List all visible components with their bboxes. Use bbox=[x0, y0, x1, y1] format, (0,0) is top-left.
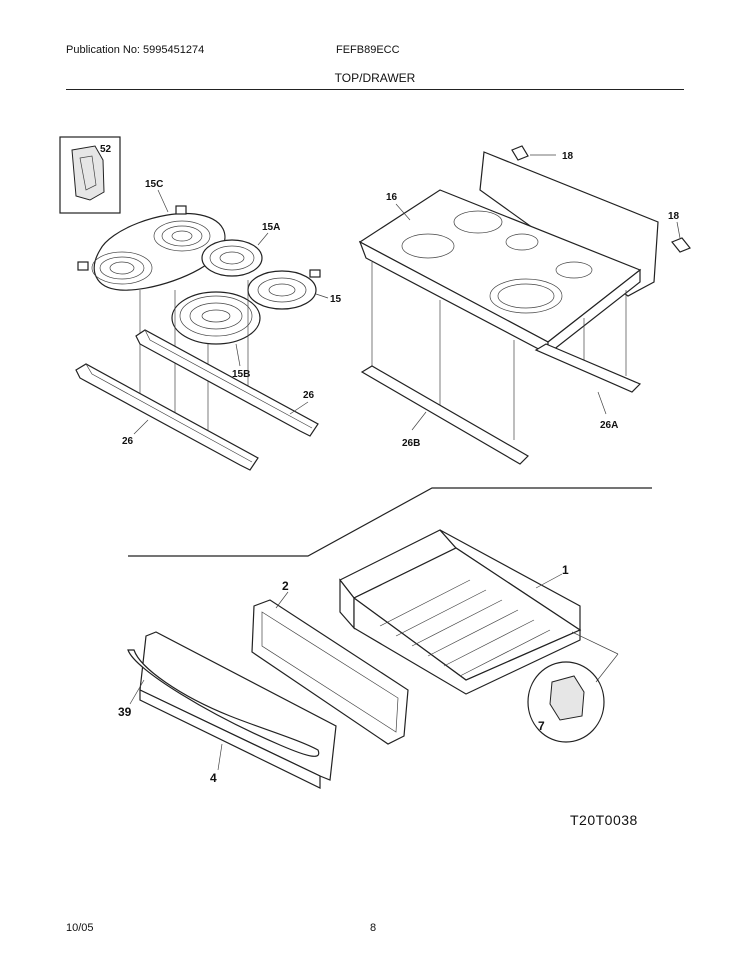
leader-lines-right bbox=[371, 262, 627, 440]
publication-number: Publication No: 5995451274 bbox=[66, 44, 205, 56]
callout-16: 16 bbox=[386, 192, 398, 203]
bracket-26a: 26A bbox=[534, 343, 642, 431]
clip-18-right: 18 bbox=[668, 211, 691, 253]
section-divider bbox=[128, 487, 652, 557]
footer-date: 10/05 bbox=[66, 922, 94, 934]
callout-52: 52 bbox=[100, 144, 112, 155]
callout-26a: 26A bbox=[600, 420, 618, 431]
callout-26b: 26B bbox=[402, 438, 420, 449]
callout-15: 15 bbox=[330, 294, 342, 305]
element-15b: 15B bbox=[171, 291, 261, 380]
callout-39: 39 bbox=[118, 705, 132, 719]
drawer-1: 1 bbox=[339, 529, 582, 695]
callout-15a: 15A bbox=[262, 222, 280, 233]
callout-15b: 15B bbox=[232, 369, 250, 380]
callout-7: 7 bbox=[538, 719, 545, 733]
bracket-26-lower: 26 bbox=[75, 363, 259, 471]
drawer-panel-2: 2 bbox=[251, 579, 409, 745]
trim-26b: 26B bbox=[360, 365, 529, 465]
callout-26-lower: 26 bbox=[122, 436, 134, 447]
figure-id: T20T0038 bbox=[570, 812, 638, 828]
bracket-26-upper: 26 bbox=[135, 329, 319, 437]
page-number: 8 bbox=[370, 922, 377, 934]
part-52-knob-inset: 52 bbox=[59, 136, 121, 214]
header-rule bbox=[66, 89, 684, 90]
model-number: FEFB89ECC bbox=[336, 44, 400, 56]
cooktop-16: 16 bbox=[358, 151, 659, 356]
drawer-front-4: 39 4 bbox=[118, 631, 337, 789]
callout-2: 2 bbox=[282, 579, 289, 593]
callout-26-upper: 26 bbox=[303, 390, 315, 401]
callout-4: 4 bbox=[210, 771, 217, 785]
glide-7-detail: 7 bbox=[527, 631, 619, 743]
section-title: TOP/DRAWER bbox=[334, 71, 416, 85]
element-15c: 15C bbox=[77, 179, 226, 291]
callout-18-top: 18 bbox=[562, 151, 574, 162]
callout-15c: 15C bbox=[145, 179, 163, 190]
element-15a: 15A bbox=[201, 222, 280, 277]
callout-1: 1 bbox=[562, 563, 569, 577]
element-15: 15 bbox=[247, 269, 342, 310]
clip-18-top: 18 bbox=[511, 145, 574, 162]
callout-18-right: 18 bbox=[668, 211, 680, 222]
